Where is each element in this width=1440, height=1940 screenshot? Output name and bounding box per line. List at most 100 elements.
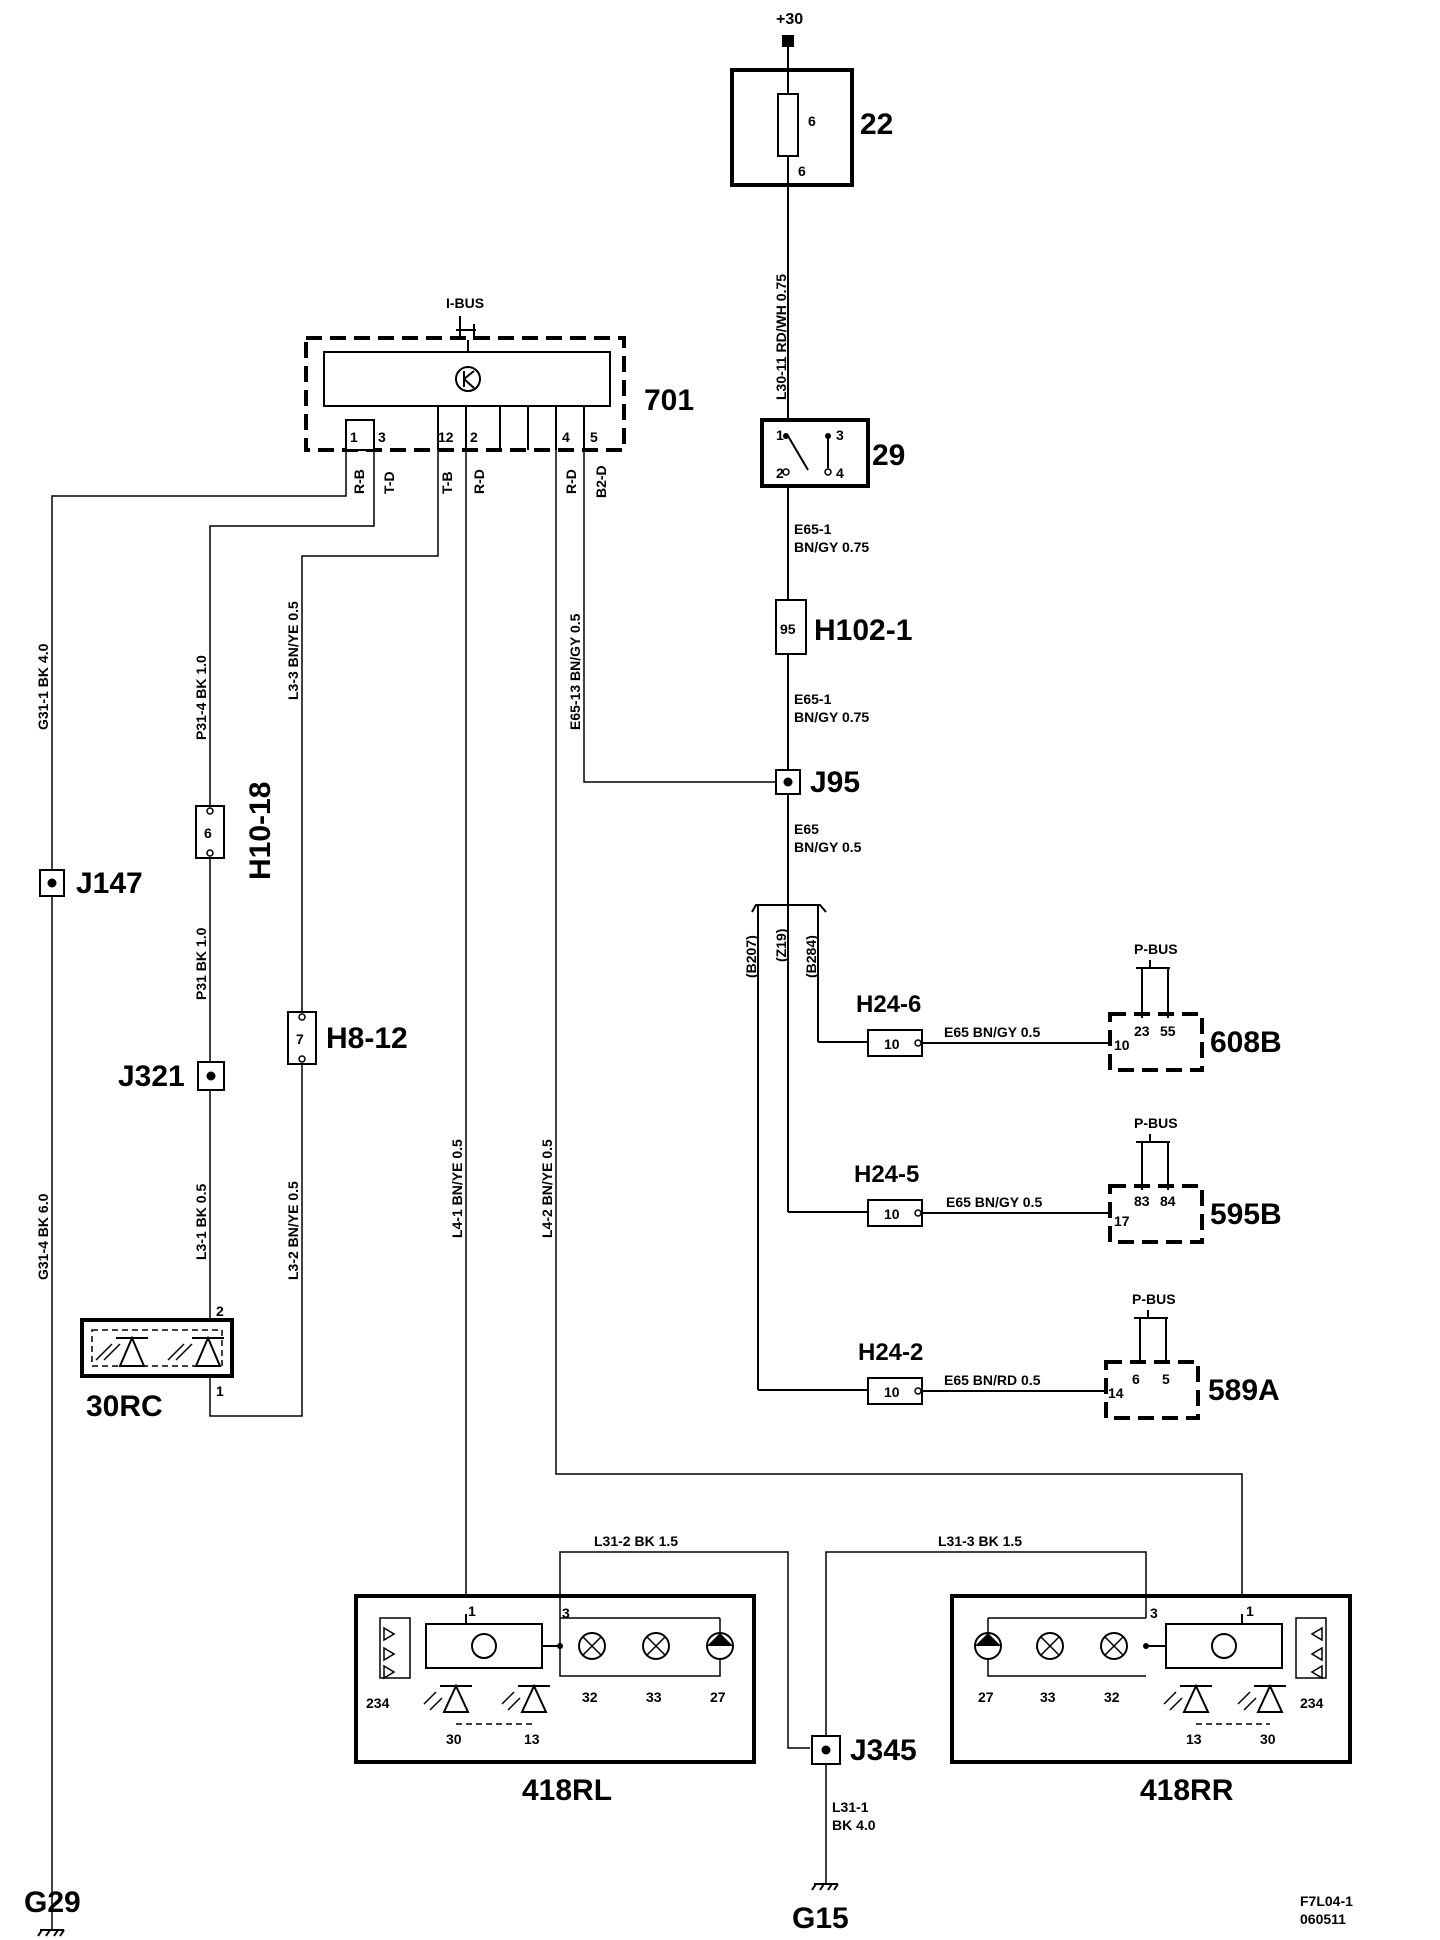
svg-text:13: 13	[1186, 1731, 1202, 1747]
svg-text:6: 6	[204, 825, 212, 841]
wire-label: L30-11 RD/WH 0.75	[773, 274, 789, 400]
svg-text:J147: J147	[76, 867, 143, 900]
connector-H8-12: 7 H8-12	[287, 1011, 408, 1065]
connector-H102-1: 95 H102-1	[775, 599, 912, 655]
svg-text:27: 27	[978, 1689, 994, 1705]
svg-text:12: 12	[438, 429, 454, 445]
svg-text:4: 4	[836, 465, 844, 481]
svg-text:33: 33	[1040, 1689, 1056, 1705]
switch-29: 1 3 2 4 29	[760, 418, 905, 488]
svg-text:30: 30	[446, 1731, 462, 1747]
svg-text:2: 2	[216, 1303, 224, 1319]
svg-text:J95: J95	[810, 766, 860, 799]
svg-text:J345: J345	[850, 1734, 917, 1767]
diagram-date: 060511	[1300, 1911, 1346, 1927]
svg-text:E65-13 BN/GY 0.5: E65-13 BN/GY 0.5	[567, 613, 583, 730]
svg-text:6: 6	[798, 163, 806, 179]
svg-text:H8-12: H8-12	[326, 1022, 408, 1055]
svg-text:2: 2	[470, 429, 478, 445]
svg-text:E65: E65	[794, 821, 819, 837]
svg-text:33: 33	[646, 1689, 662, 1705]
svg-text:E65-1: E65-1	[794, 691, 832, 707]
svg-text:55: 55	[1160, 1023, 1176, 1039]
svg-text:E65-1: E65-1	[794, 521, 832, 537]
svg-text:3: 3	[378, 429, 386, 445]
svg-text:234: 234	[1300, 1695, 1324, 1711]
fuse-box-22: 6 6 22	[730, 68, 893, 187]
svg-text:L31-2 BK 1.5: L31-2 BK 1.5	[594, 1533, 678, 1549]
svg-text:BN/GY 0.5: BN/GY 0.5	[794, 839, 862, 855]
svg-text:I-BUS: I-BUS	[446, 295, 484, 311]
connector-H24-5: H24-5 10	[854, 1161, 923, 1227]
svg-text:P31 BK 1.0: P31 BK 1.0	[193, 927, 209, 1000]
svg-text:E65 BN/GY 0.5: E65 BN/GY 0.5	[944, 1024, 1040, 1040]
svg-text:(Z19): (Z19)	[773, 929, 789, 962]
connector-H24-6: H24-6 10	[856, 991, 923, 1057]
lamp-418RL: 1 3 234 32 33 27 30 13	[354, 1594, 756, 1807]
svg-text:84: 84	[1160, 1193, 1176, 1209]
svg-text:+30: +30	[776, 11, 803, 28]
junction-J95: J95	[775, 766, 860, 799]
svg-text:P-BUS: P-BUS	[1134, 941, 1178, 957]
node-608B: P-BUS 10 23 55 608B	[1108, 941, 1282, 1072]
svg-text:6: 6	[808, 113, 816, 129]
connector-H10-18: 6 H10-18	[195, 782, 277, 880]
svg-text:L4-1 BN/YE 0.5: L4-1 BN/YE 0.5	[449, 1139, 465, 1238]
junction-J345: J345	[811, 1734, 917, 1767]
svg-text:27: 27	[710, 1689, 726, 1705]
svg-text:R-D: R-D	[471, 469, 487, 494]
svg-text:BN/GY 0.75: BN/GY 0.75	[794, 539, 869, 555]
svg-text:608B: 608B	[1210, 1026, 1282, 1059]
svg-text:1: 1	[350, 429, 358, 445]
svg-text:R-B: R-B	[351, 469, 367, 494]
svg-text:P-BUS: P-BUS	[1134, 1115, 1178, 1131]
svg-text:(B284): (B284)	[803, 935, 819, 978]
svg-text:595B: 595B	[1210, 1198, 1282, 1231]
svg-text:234: 234	[366, 1695, 390, 1711]
svg-text:L3-2 BN/YE 0.5: L3-2 BN/YE 0.5	[285, 1181, 301, 1280]
svg-text:32: 32	[1104, 1689, 1120, 1705]
svg-text:T-B: T-B	[439, 471, 455, 494]
svg-text:6: 6	[1132, 1371, 1140, 1387]
svg-text:7: 7	[296, 1031, 304, 1047]
junction-J147: J147	[39, 867, 143, 900]
svg-text:29: 29	[872, 439, 905, 472]
svg-text:1: 1	[776, 427, 784, 443]
svg-text:L4-2 BN/YE 0.5: L4-2 BN/YE 0.5	[539, 1139, 555, 1238]
svg-text:T-D: T-D	[381, 471, 397, 494]
svg-text:L31-1: L31-1	[832, 1799, 869, 1815]
svg-text:3: 3	[1150, 1605, 1158, 1621]
svg-text:418RL: 418RL	[522, 1774, 612, 1807]
svg-text:P31-4 BK 1.0: P31-4 BK 1.0	[193, 655, 209, 740]
svg-text:83: 83	[1134, 1193, 1150, 1209]
svg-text:J321: J321	[118, 1060, 185, 1093]
ground-label-G15: G15	[792, 1902, 849, 1935]
svg-text:2: 2	[776, 465, 784, 481]
svg-text:418RR: 418RR	[1140, 1774, 1234, 1807]
svg-text:E65 BN/GY 0.5: E65 BN/GY 0.5	[946, 1194, 1042, 1210]
svg-text:32: 32	[582, 1689, 598, 1705]
junction-J321: J321	[118, 1060, 225, 1093]
svg-text:BK 4.0: BK 4.0	[832, 1817, 876, 1833]
svg-text:14: 14	[1108, 1385, 1124, 1401]
svg-text:G31-1 BK 4.0: G31-1 BK 4.0	[35, 643, 51, 730]
svg-text:30RC: 30RC	[86, 1390, 163, 1423]
svg-text:L31-3 BK 1.5: L31-3 BK 1.5	[938, 1533, 1022, 1549]
svg-text:H24-6: H24-6	[856, 991, 921, 1018]
svg-text:95: 95	[780, 621, 796, 637]
svg-text:P-BUS: P-BUS	[1132, 1291, 1176, 1307]
svg-text:1: 1	[216, 1383, 224, 1399]
diagram-id: F7L04-1	[1300, 1893, 1353, 1909]
svg-text:589A: 589A	[1208, 1374, 1280, 1407]
lamp-418RR: 3 1 27 33 32 234 13 30 418RR	[950, 1594, 1352, 1807]
svg-text:L3-1 BK 0.5: L3-1 BK 0.5	[193, 1184, 209, 1260]
svg-text:1: 1	[468, 1603, 476, 1619]
svg-text:B2-D: B2-D	[593, 465, 609, 498]
svg-text:E65 BN/RD 0.5: E65 BN/RD 0.5	[944, 1372, 1041, 1388]
svg-text:17: 17	[1114, 1213, 1130, 1229]
svg-text:H24-2: H24-2	[858, 1339, 923, 1366]
svg-text:13: 13	[524, 1731, 540, 1747]
module-701: I-BUS 701 1 3 12 2 4 5	[304, 295, 694, 452]
svg-text:23: 23	[1134, 1023, 1150, 1039]
